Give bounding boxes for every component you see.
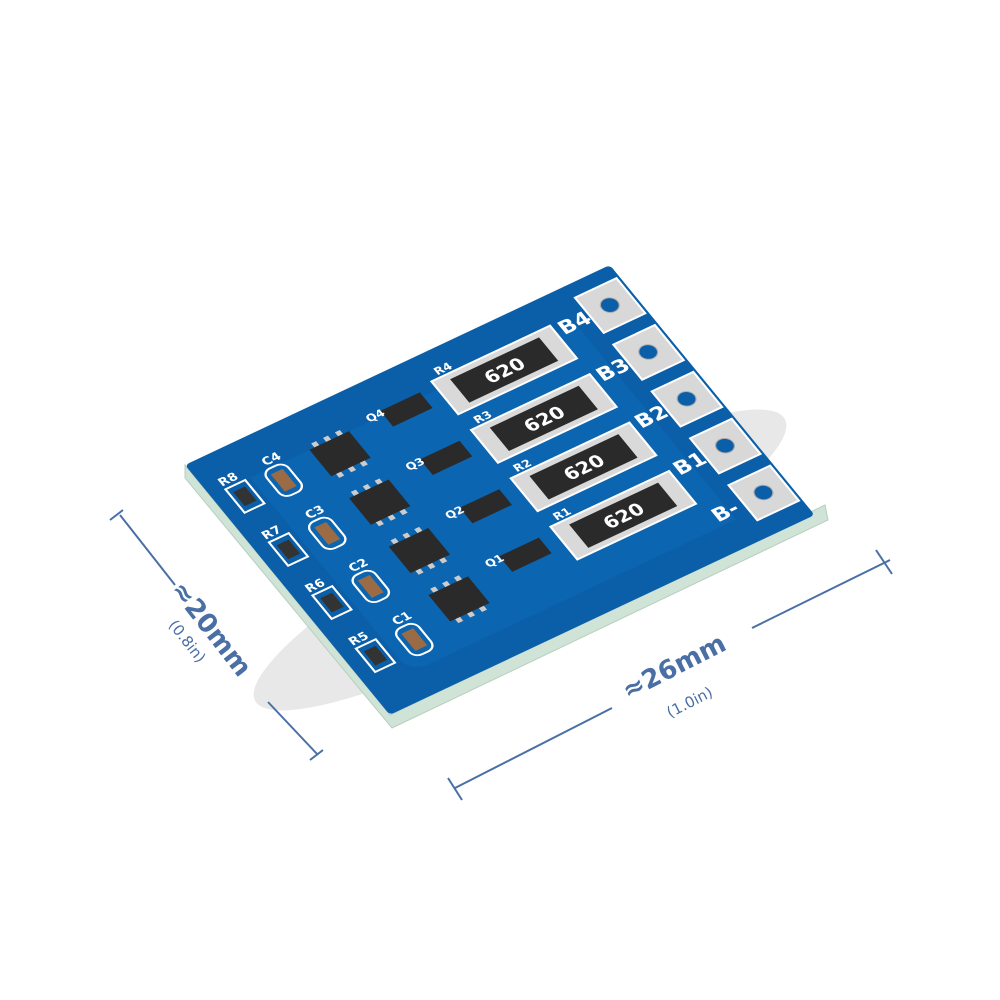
ic-pin	[427, 562, 436, 570]
ic-pin	[399, 508, 408, 516]
width-imperial-label: (1.0in)	[664, 683, 716, 721]
transistor	[419, 440, 473, 476]
ic-pin	[311, 441, 320, 448]
ic-pin	[350, 489, 359, 496]
ic-pin	[414, 526, 423, 534]
capacitor-outline	[394, 622, 434, 657]
small-resistor	[233, 486, 257, 507]
ic-pin	[375, 520, 384, 527]
ic-pin	[415, 568, 424, 575]
ic-chip	[309, 431, 371, 477]
ic-pin	[442, 580, 451, 588]
resistor-outline	[354, 638, 397, 674]
ic-pin	[390, 538, 399, 545]
shunt-resistor-body	[569, 482, 678, 548]
ic-pin	[336, 471, 345, 478]
ic-pin	[430, 586, 439, 593]
capacitor	[314, 521, 341, 545]
small-resistor	[363, 645, 388, 666]
ic-pin	[387, 514, 396, 521]
ic-chip	[388, 527, 451, 574]
ic-pin	[322, 435, 332, 442]
capacitor	[270, 468, 297, 492]
ic-pin	[347, 466, 357, 473]
shunt-resistor-body	[450, 337, 559, 403]
terminal-hole	[676, 391, 697, 407]
ic-pin	[362, 484, 371, 491]
transistor	[499, 537, 552, 572]
small-resistor	[276, 539, 301, 560]
ic-pin	[455, 616, 464, 624]
ic-pin	[466, 611, 476, 618]
ic-pin	[359, 460, 368, 467]
transistor	[380, 392, 433, 427]
width-metric-label: ≈26mm	[618, 629, 732, 707]
resistor-outline	[267, 531, 310, 568]
ic-pin	[453, 575, 463, 582]
terminal-hole	[638, 344, 659, 360]
ic-pin	[439, 557, 448, 564]
board-edge	[184, 463, 829, 729]
capacitor-outline	[264, 463, 304, 497]
shunt-resistor-body	[489, 385, 598, 452]
capacitor	[401, 628, 428, 651]
ic-chip	[349, 479, 411, 525]
terminal-hole	[599, 297, 620, 313]
capacitor-outline	[307, 516, 347, 550]
terminal-hole	[753, 484, 774, 501]
capacitor-outline	[351, 569, 391, 604]
terminal-hole	[715, 437, 736, 454]
resistor-outline	[310, 584, 354, 621]
transistor	[459, 489, 512, 524]
ic-chip	[428, 576, 490, 622]
shunt-resistor-body	[529, 434, 638, 500]
ic-pin	[402, 532, 411, 539]
capacitor	[357, 575, 384, 598]
resistor-outline	[223, 478, 267, 514]
ic-pin	[374, 478, 383, 485]
ic-pin	[478, 605, 487, 612]
ic-pin	[334, 430, 343, 437]
small-resistor	[320, 592, 344, 613]
